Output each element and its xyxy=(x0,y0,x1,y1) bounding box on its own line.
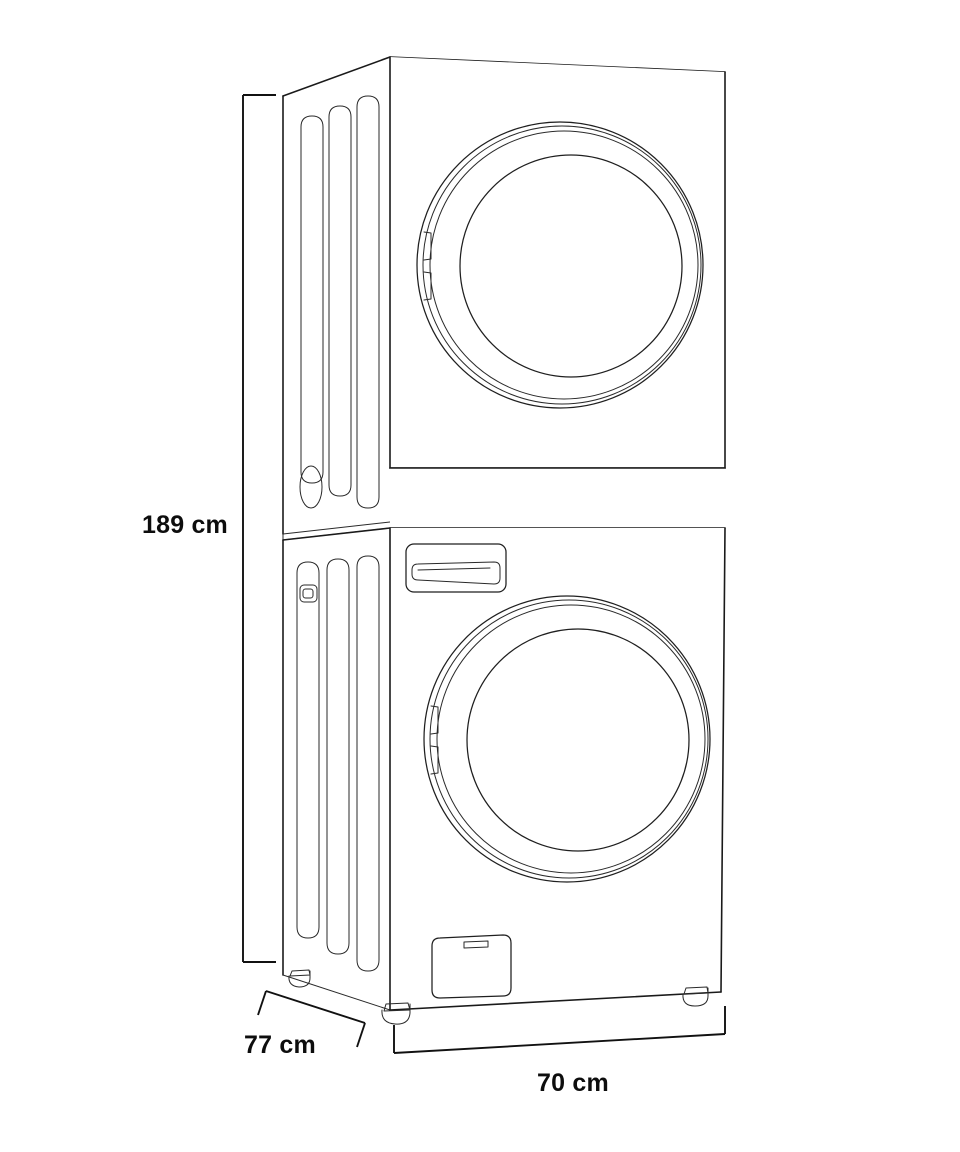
upper-unit-door[interactable] xyxy=(416,121,704,409)
appliance-body xyxy=(282,56,726,1025)
filter-panel-latch-icon xyxy=(463,940,489,949)
filter-access-panel[interactable] xyxy=(431,934,512,999)
depth-tick-start xyxy=(257,990,267,1016)
upper-unit-front xyxy=(389,56,726,469)
dimension-label-depth: 77 cm xyxy=(244,1031,316,1059)
upper-side-vent-slots xyxy=(300,95,380,509)
lower-side-port-icon xyxy=(299,584,318,603)
foot-back-left xyxy=(288,970,311,988)
dimension-width: 70 cm xyxy=(393,1006,726,1097)
lower-unit-side-panel xyxy=(282,527,391,1011)
upper-unit-side-panel xyxy=(282,56,391,535)
upper-door-hinge-icon xyxy=(423,231,432,301)
dimension-label-height: 189 cm xyxy=(142,511,228,539)
upper-door-glass xyxy=(459,154,683,378)
lower-unit-door[interactable] xyxy=(423,595,711,883)
appliance-feet xyxy=(288,969,709,1025)
dimension-height: 189 cm xyxy=(142,94,276,963)
foot-front-right xyxy=(682,987,709,1007)
upper-side-oval-vent xyxy=(299,465,323,509)
dimension-depth: 77 cm xyxy=(244,990,366,1059)
dimension-label-width: 70 cm xyxy=(537,1069,609,1097)
lower-door-hinge-icon xyxy=(430,705,439,775)
detergent-drawer[interactable] xyxy=(405,543,507,593)
foot-front-left xyxy=(381,1003,411,1025)
depth-tick-end xyxy=(356,1022,366,1048)
lower-side-vent-slots xyxy=(296,555,380,972)
lower-door-glass xyxy=(466,628,690,852)
